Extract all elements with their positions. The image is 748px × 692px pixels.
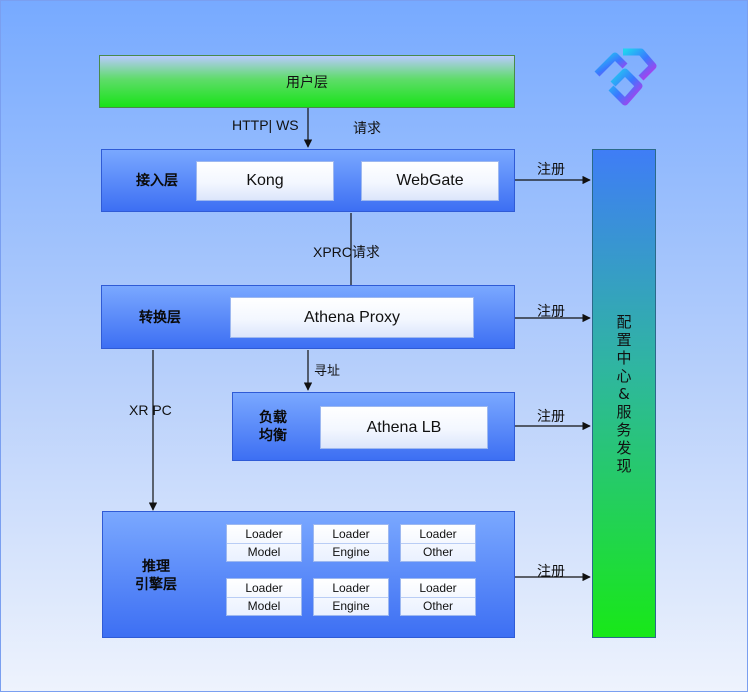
webgate-node: WebGate	[361, 161, 499, 201]
inference-engine-label: 推理 引擎层	[135, 559, 177, 593]
loader-cell-top: Loader	[332, 580, 370, 595]
load-balance-layer: 负载 均衡 Athena LB	[232, 392, 515, 461]
loader-cell: Loader Other	[400, 578, 476, 616]
convert-layer-label: 转换层	[139, 310, 181, 326]
register-label-convert: 注册	[537, 303, 565, 319]
loader-cell-bottom: Engine	[314, 596, 388, 616]
register-label-lb: 注册	[537, 408, 565, 424]
loader-cell-bottom: Model	[227, 596, 301, 616]
user-layer: 用户层	[99, 55, 515, 108]
access-layer: 接入层 Kong WebGate	[101, 149, 515, 212]
register-label-engine: 注册	[537, 563, 565, 579]
user-layer-label: 用户层	[286, 74, 328, 91]
loader-cell-top: Loader	[245, 580, 283, 595]
inference-engine-layer: 推理 引擎层 Loader Model Loader Engine Loader…	[102, 511, 515, 638]
http-ws-label: HTTP| WS	[232, 117, 299, 133]
athena-proxy-node: Athena Proxy	[230, 297, 474, 338]
logo-icon	[594, 48, 657, 106]
register-label-access: 注册	[537, 161, 565, 177]
loader-cell: Loader Model	[226, 578, 302, 616]
loader-cell-top: Loader	[419, 526, 457, 541]
athena-proxy-label: Athena Proxy	[303, 308, 401, 326]
webgate-label: WebGate	[396, 172, 464, 189]
loader-cell: Loader Other	[400, 524, 476, 562]
addressing-label: 寻址	[314, 363, 341, 378]
loader-cell-bottom: Engine	[314, 542, 388, 562]
load-balance-label: 负载 均衡	[259, 410, 287, 444]
loader-cell: Loader Engine	[313, 578, 389, 616]
loader-cell-bottom: Model	[227, 542, 301, 562]
config-center-label: 配置中心&服务发现	[616, 312, 632, 475]
loader-cell-bottom: Other	[401, 542, 475, 562]
request-label: 请求	[353, 120, 381, 136]
athena-lb-label: Athena LB	[366, 418, 442, 436]
loader-cell: Loader Model	[226, 524, 302, 562]
access-layer-label: 接入层	[136, 173, 178, 189]
loader-cell-bottom: Other	[401, 596, 475, 616]
xprc-request-label: XPRC请求	[313, 244, 380, 260]
loader-cell-top: Loader	[419, 580, 457, 595]
loader-cell: Loader Engine	[313, 524, 389, 562]
kong-node: Kong	[196, 161, 334, 201]
athena-lb-node: Athena LB	[320, 406, 488, 449]
config-center: 配置中心&服务发现	[592, 149, 656, 638]
xrpc-label: XR PC	[129, 402, 172, 418]
loader-cell-top: Loader	[332, 526, 370, 541]
loader-cell-top: Loader	[245, 526, 283, 541]
kong-label: Kong	[246, 172, 284, 189]
convert-layer: 转换层 Athena Proxy	[101, 285, 515, 349]
